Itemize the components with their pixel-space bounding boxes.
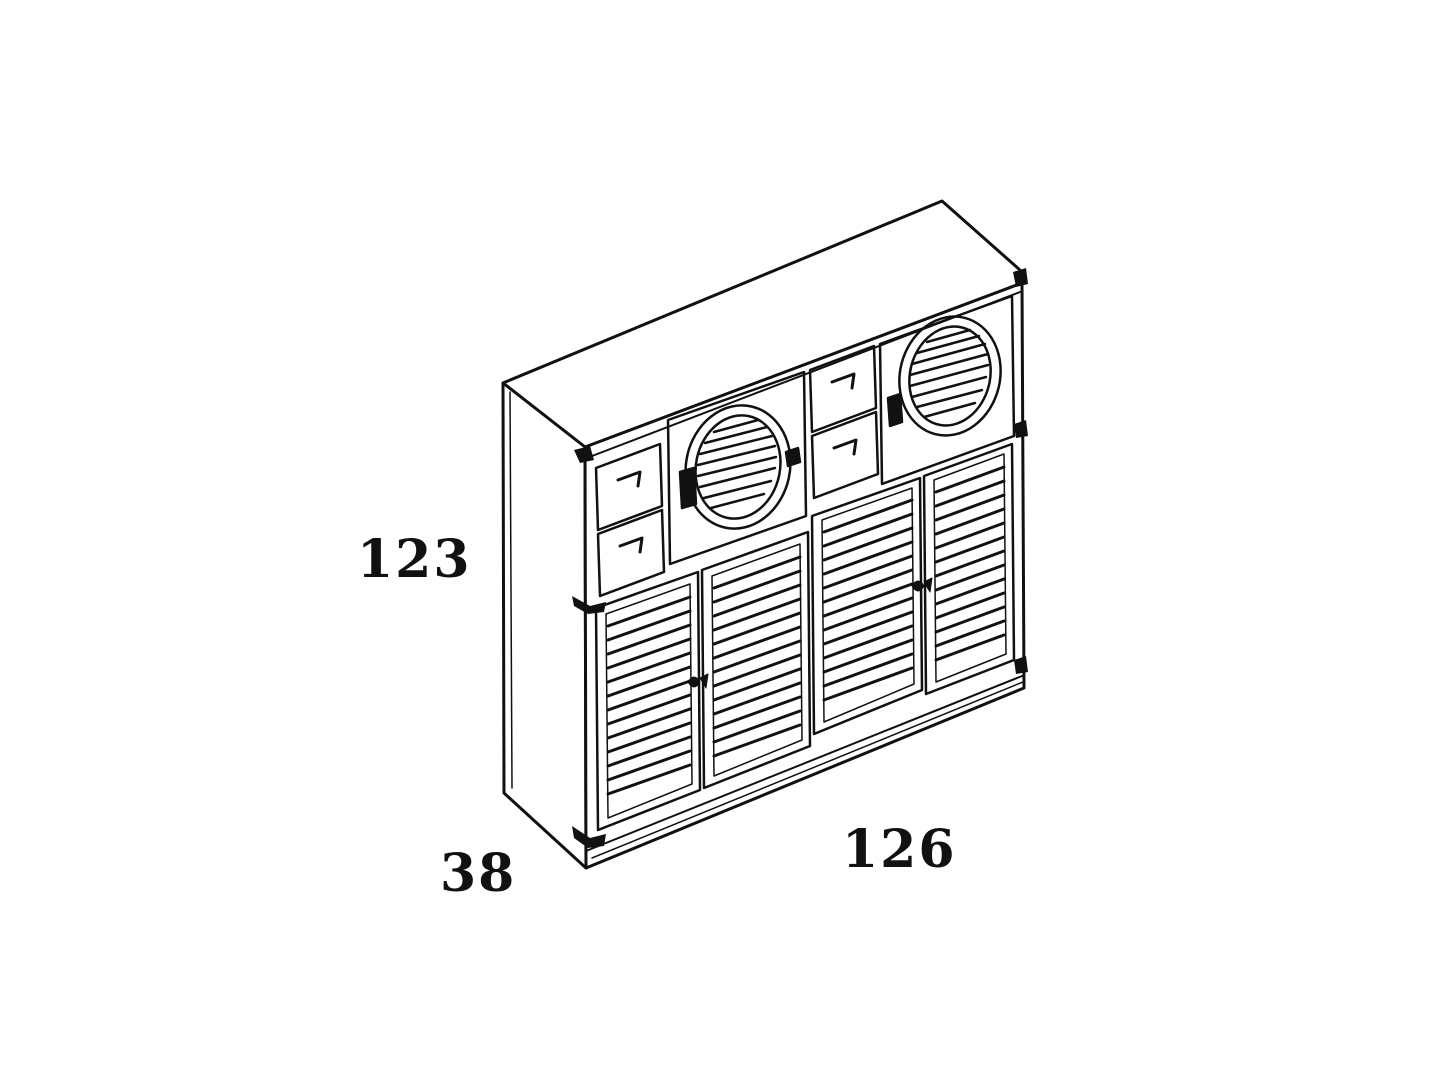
drawer-left-bottom [596, 508, 666, 598]
drawer-middle-top [808, 344, 878, 434]
cabinet-side [501, 381, 588, 870]
porthole-door-left [666, 370, 808, 566]
louvre-door-upper-right [911, 442, 1016, 696]
porthole-door-right [878, 294, 1016, 486]
cabinet-front [583, 281, 1026, 870]
width-dimension-label: 126 [842, 819, 957, 880]
depth-dimension-label: 38 [440, 843, 517, 904]
height-dimension-label: 123 [357, 529, 472, 590]
louvre-door-lower-middle [687, 530, 812, 790]
drawer-left-top [594, 442, 664, 532]
louvre-door-upper-middle [810, 476, 924, 736]
louvre-door-lower-left [594, 570, 702, 832]
corner-brackets [572, 268, 1028, 848]
drawer-middle-bottom [810, 410, 880, 500]
